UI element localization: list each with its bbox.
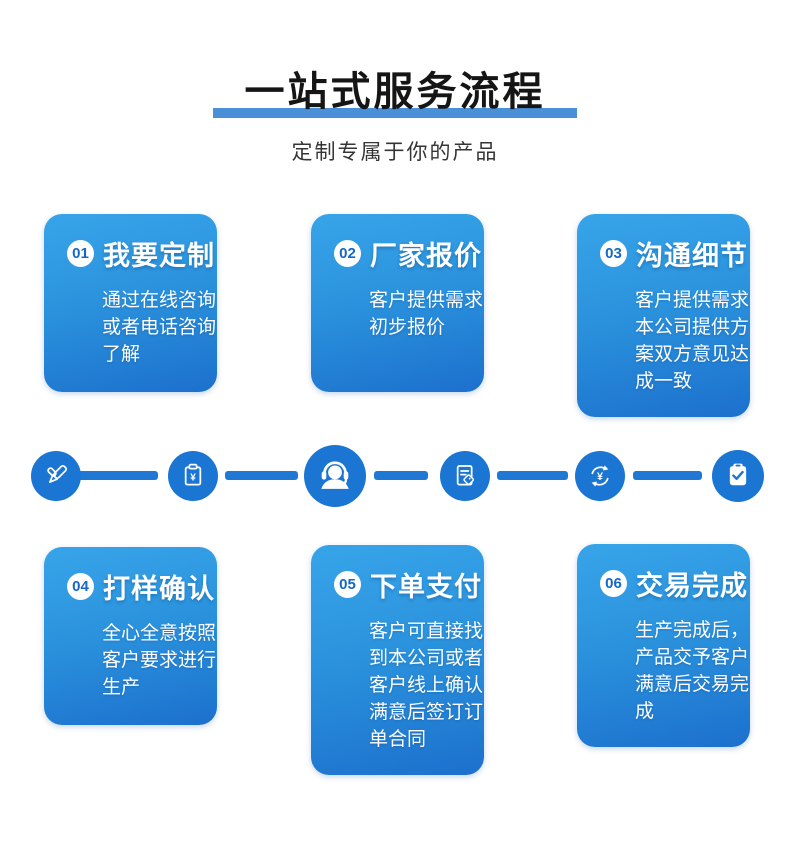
step-card-head: 06 交易完成 (589, 564, 747, 603)
step-description: 通过在线咨询或者电话咨询了解 (102, 290, 217, 365)
step-card-1: 01 我要定制 通过在线咨询或者电话咨询了解 (44, 214, 217, 392)
title-underline-bar (213, 108, 577, 118)
step-card-head: 05 下单支付 (323, 565, 481, 604)
step-title: 打样确认 (103, 574, 215, 604)
step-card-head: 04 打样确认 (56, 567, 214, 606)
pen-design-icon (31, 451, 81, 501)
step-description: 全心全意按照客户要求进行生产 (102, 623, 217, 698)
connector-line (633, 471, 702, 480)
step-card-2: 02 厂家报价 客户提供需求初步报价 (311, 214, 484, 392)
payment-exchange-icon: ¥ (575, 451, 625, 501)
step-number-badge: 05 (334, 571, 361, 598)
step-title: 我要定制 (103, 241, 215, 271)
step-title: 下单支付 (370, 572, 482, 602)
step-description: 客户提供需求初步报价 (369, 290, 484, 338)
quote-clipboard-icon: ¥ (168, 451, 218, 501)
connector-line (225, 471, 298, 480)
step-title: 厂家报价 (370, 241, 482, 271)
step-number-badge: 02 (334, 240, 361, 267)
step-card-head: 01 我要定制 (56, 234, 214, 273)
page-title: 一站式服务流程 (244, 70, 546, 114)
step-number-badge: 06 (600, 570, 627, 597)
step-card-5: 05 下单支付 客户可直接找到本公司或者客户线上确认满意后签订订单合同 (311, 545, 484, 775)
yen-symbol: ¥ (597, 471, 603, 483)
order-document-icon (440, 451, 490, 501)
step-number-badge: 04 (67, 573, 94, 600)
step-title: 沟通细节 (636, 241, 748, 271)
connector-line (497, 471, 568, 480)
step-title: 交易完成 (636, 571, 748, 601)
connector-line (374, 471, 428, 480)
step-card-head: 03 沟通细节 (589, 234, 747, 273)
yen-symbol: ¥ (190, 473, 196, 484)
page-subtitle: 定制专属于你的产品 (291, 141, 499, 164)
customer-service-icon (304, 445, 366, 507)
step-card-4: 04 打样确认 全心全意按照客户要求进行生产 (44, 547, 217, 725)
step-number-badge: 03 (600, 240, 627, 267)
header: 一站式服务流程 定制专属于你的产品 (0, 70, 790, 166)
step-card-3: 03 沟通细节 客户提供需求本公司提供方案双方意见达成一致 (577, 214, 750, 417)
step-description: 客户可直接找到本公司或者客户线上确认满意后签订订单合同 (369, 621, 484, 750)
step-description: 生产完成后，产品交予客户满意后交易完成 (635, 620, 750, 722)
step-card-6: 06 交易完成 生产完成后，产品交予客户满意后交易完成 (577, 544, 750, 747)
deal-complete-icon (712, 450, 764, 502)
step-description: 客户提供需求本公司提供方案双方意见达成一致 (635, 290, 750, 392)
step-card-head: 02 厂家报价 (323, 234, 481, 273)
connector-line (78, 471, 158, 480)
process-icon-row: ¥ (0, 440, 790, 514)
step-number-badge: 01 (67, 240, 94, 267)
